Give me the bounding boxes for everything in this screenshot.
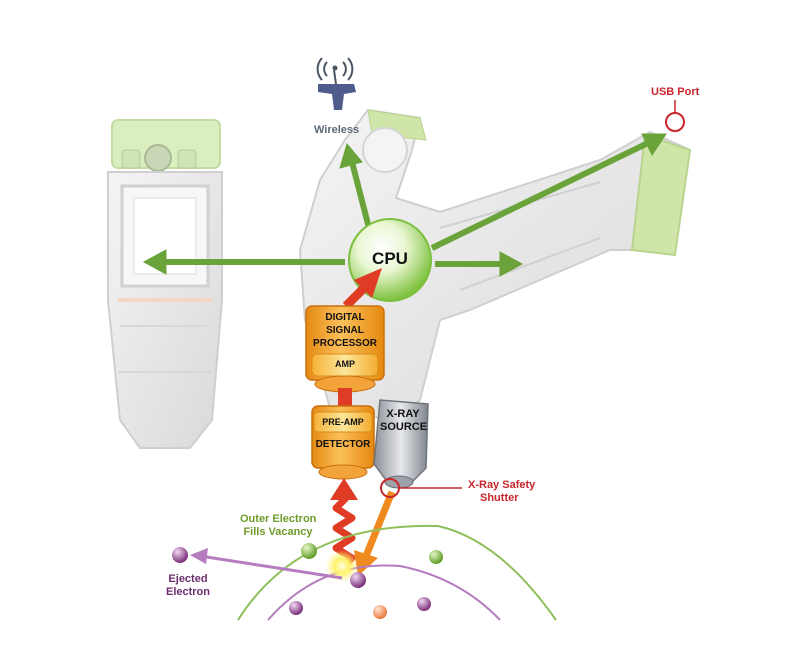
data-flow-arrows (142, 133, 667, 277)
cpu-label: CPU (372, 249, 408, 268)
outer-electron-label-line1: Outer Electron (240, 513, 317, 525)
electron (350, 572, 366, 588)
pre-amp-label: PRE-AMP (322, 417, 364, 427)
outer-electron (301, 543, 317, 559)
analyzer-front-view (107, 119, 223, 449)
nucleus-particle (373, 605, 387, 619)
shutter-label-line1: X-Ray Safety (468, 479, 536, 491)
vacancy-flash (326, 550, 358, 582)
digital-signal-processor (305, 305, 385, 393)
dsp-label-line2: SIGNAL (326, 325, 364, 336)
ejection-path (199, 554, 343, 580)
ejected-electron-label-line1: Ejected (168, 573, 208, 585)
amp-label: AMP (335, 359, 355, 369)
dsp-label-line1: DIGITAL (325, 312, 365, 323)
wireless-antenna-icon (316, 57, 356, 110)
detector-label: DETECTOR (315, 439, 371, 450)
xray-beam-arrow (354, 490, 396, 576)
electron (417, 597, 431, 611)
dsp-to-cpu-arrow (342, 268, 382, 310)
detector (311, 405, 375, 480)
usb-port-label: USB Port (651, 86, 700, 98)
ejected-electron (172, 547, 188, 563)
detector-to-dsp-link (338, 388, 352, 408)
wireless-label: Wireless (314, 124, 360, 136)
outer-electron-label-line2: Fills Vacancy (243, 526, 313, 538)
ejected-electron-label-line2: Electron (165, 586, 210, 598)
electron (289, 601, 303, 615)
xray-source (373, 399, 429, 489)
usb-port-marker-icon (665, 112, 685, 132)
xray-source-label-line1: X-RAY (386, 408, 420, 420)
electron (429, 550, 443, 564)
shutter-label-line2: Shutter (480, 492, 519, 504)
dsp-label-line3: PROCESSOR (313, 338, 377, 349)
xray-source-label-line2: SOURCE (380, 421, 428, 433)
atom-model (172, 524, 557, 621)
